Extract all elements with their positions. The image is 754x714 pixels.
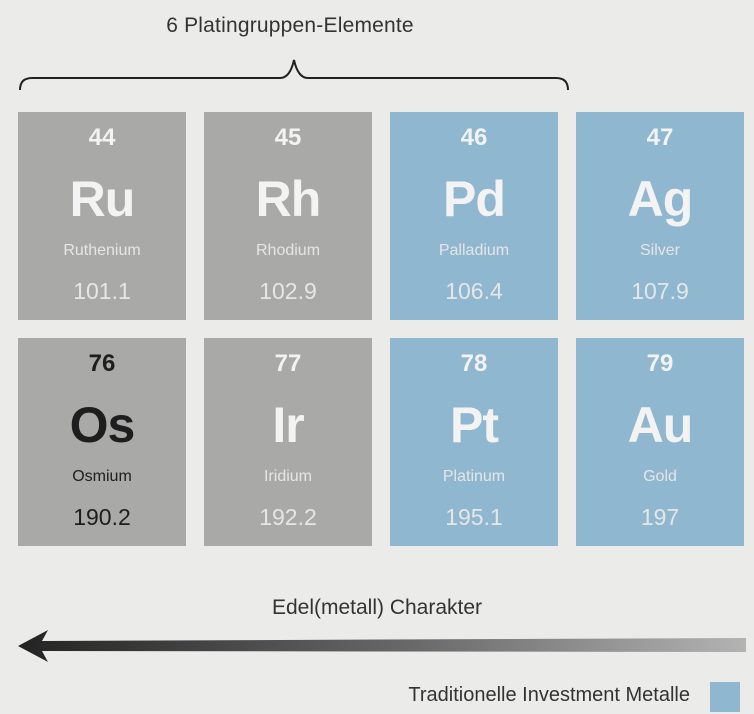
- atomic-weight: 190.2: [73, 504, 131, 530]
- arrow-label: Edel(metall) Charakter: [271, 596, 483, 619]
- atomic-number: 45: [274, 124, 302, 151]
- element-name: Gold: [643, 468, 677, 485]
- atomic-number: 79: [646, 350, 674, 377]
- legend-swatch: [710, 682, 740, 712]
- atomic-weight: 195.1: [445, 504, 503, 530]
- element-tile-silver: 47 Ag Silver 107.9: [576, 112, 744, 320]
- element-tile-ruthenium: 44 Ru Ruthenium 101.1: [18, 112, 186, 320]
- element-symbol: Ru: [69, 171, 136, 227]
- element-name: Iridium: [263, 468, 312, 485]
- atomic-weight: 101.1: [73, 278, 131, 304]
- atomic-number: 78: [460, 350, 488, 377]
- element-symbol: Os: [69, 397, 136, 453]
- legend-label: Traditionelle Investment Metalle: [408, 684, 690, 706]
- element-tile-iridium: 77 Ir Iridium 192.2: [204, 338, 372, 546]
- element-name: Ruthenium: [63, 242, 141, 259]
- element-name: Platinum: [442, 468, 506, 485]
- element-symbol: Ag: [627, 171, 694, 227]
- group-label: 6 Platingruppen-Elemente: [166, 14, 414, 37]
- element-tile-palladium: 46 Pd Palladium 106.4: [390, 112, 558, 320]
- element-name: Osmium: [72, 468, 132, 485]
- atomic-number: 47: [646, 124, 674, 151]
- atomic-number: 76: [88, 350, 116, 377]
- element-symbol: Rh: [255, 171, 322, 227]
- atomic-number: 46: [460, 124, 488, 151]
- element-tile-gold: 79 Au Gold 197: [576, 338, 744, 546]
- element-name: Rhodium: [255, 242, 321, 259]
- element-symbol: Pt: [450, 397, 499, 453]
- atomic-weight: 106.4: [445, 278, 503, 304]
- element-name: Palladium: [438, 242, 510, 259]
- element-tile-rhodium: 45 Rh Rhodium 102.9: [204, 112, 372, 320]
- group-brace: [19, 59, 569, 91]
- element-name: Silver: [639, 242, 680, 259]
- atomic-number: 44: [88, 124, 116, 151]
- element-symbol: Au: [627, 397, 694, 453]
- element-tile-platinum: 78 Pt Platinum 195.1: [390, 338, 558, 546]
- atomic-weight: 102.9: [259, 278, 317, 304]
- atomic-weight: 107.9: [631, 278, 689, 304]
- atomic-weight: 192.2: [259, 504, 317, 530]
- left-arrow-icon: [18, 630, 746, 662]
- atomic-weight: 197: [640, 504, 680, 530]
- atomic-number: 77: [274, 350, 302, 377]
- element-tile-osmium: 76 Os Osmium 190.2: [18, 338, 186, 546]
- element-symbol: Pd: [443, 171, 506, 227]
- element-symbol: Ir: [272, 397, 304, 453]
